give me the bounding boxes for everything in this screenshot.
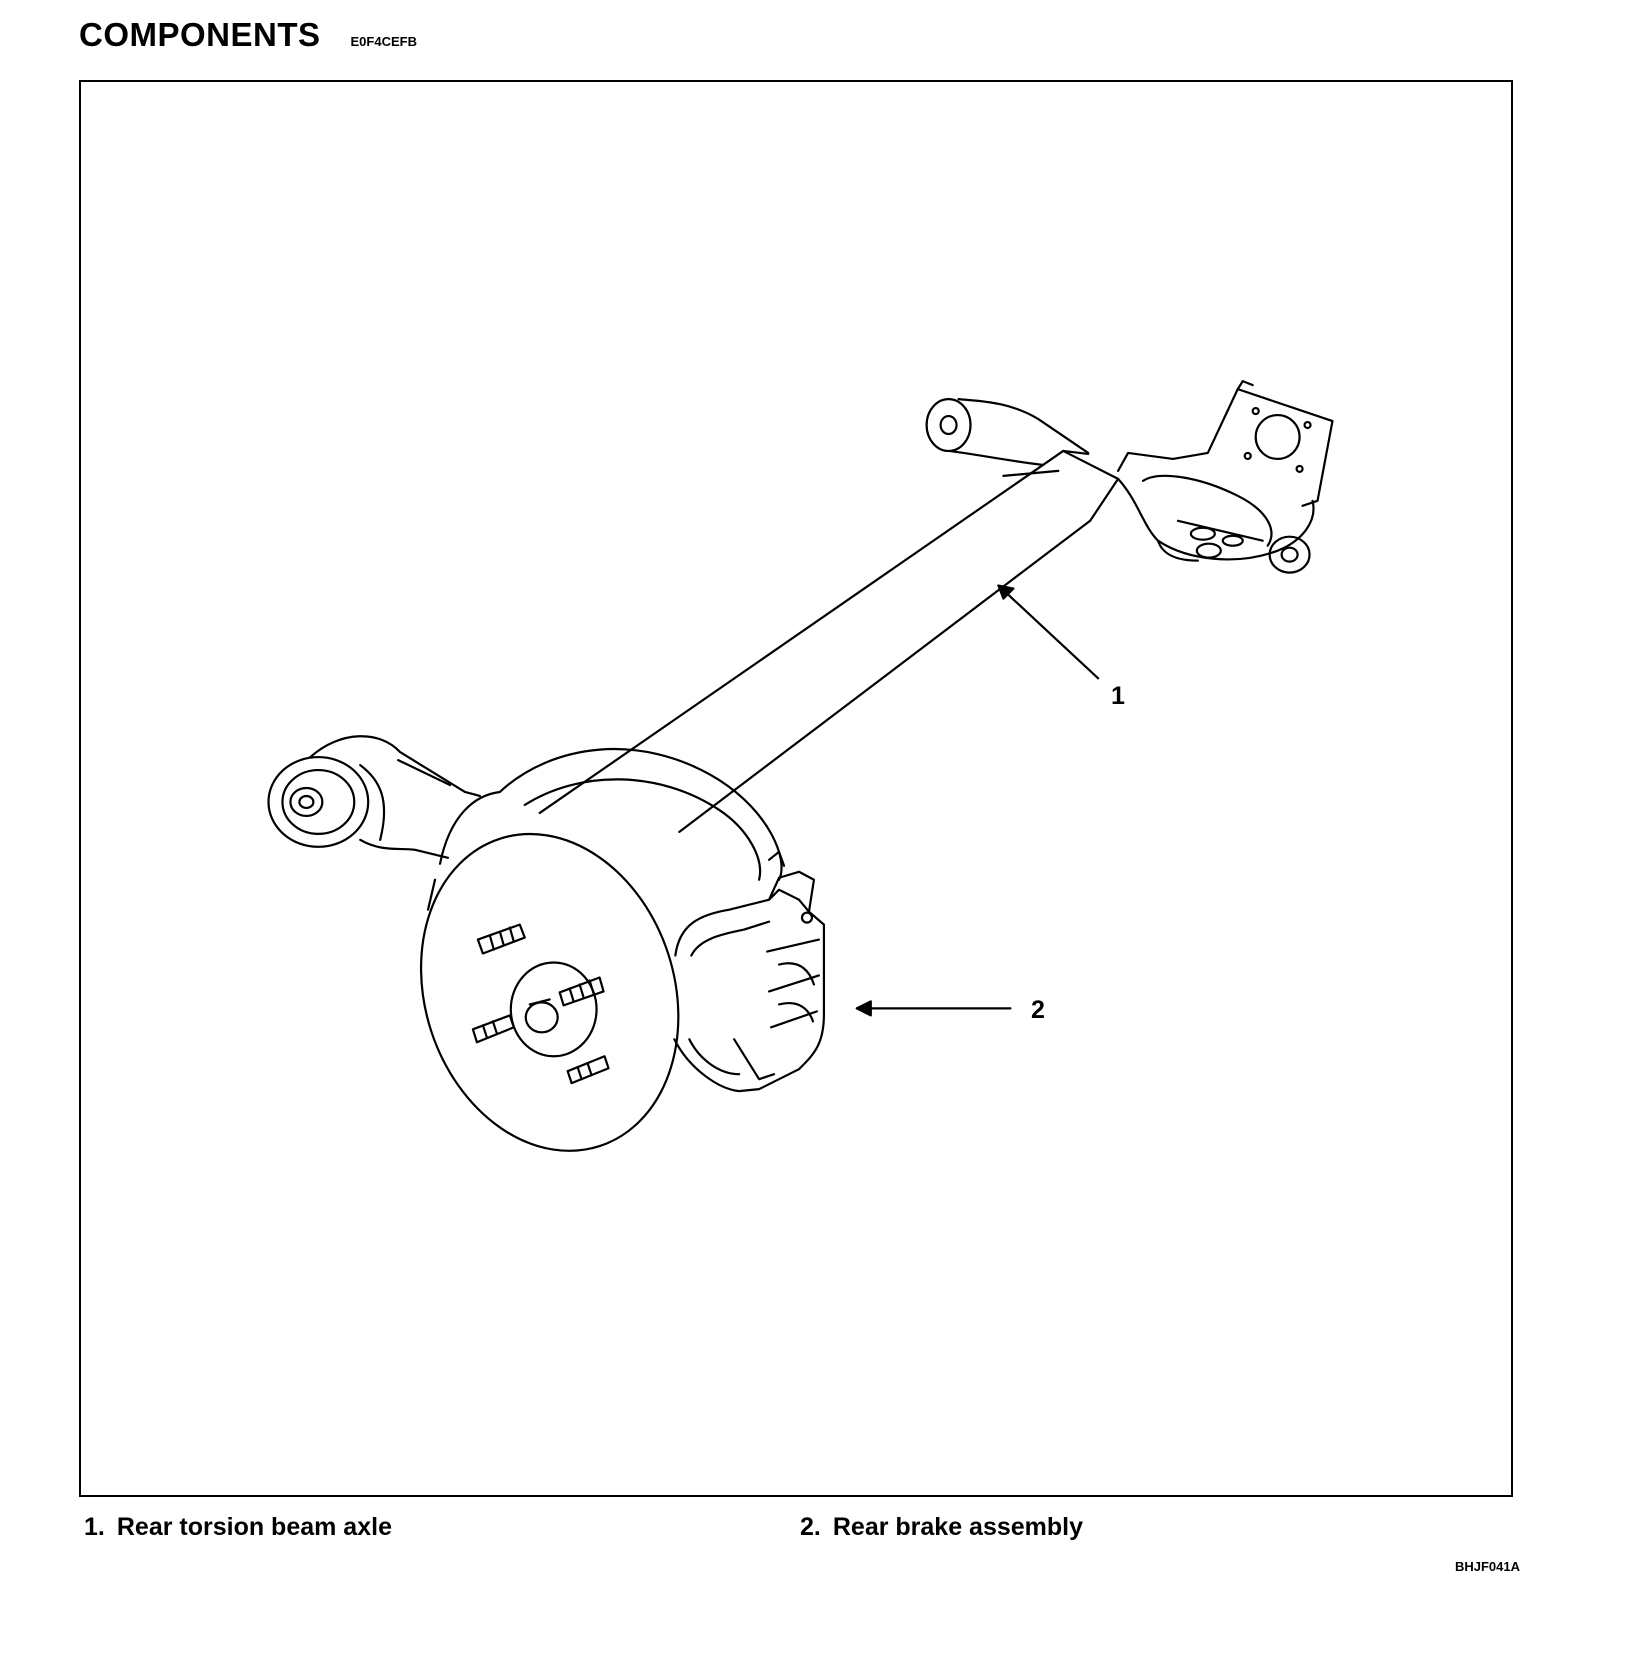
legend-label: Rear brake assembly [832, 1513, 1084, 1541]
leader-line-1 [997, 584, 1100, 680]
legend-number: 2. [800, 1513, 821, 1541]
brake-caliper [673, 850, 826, 1093]
brake-drum [419, 747, 783, 1152]
section-heading: COMPONENTS E0F4CEFB [79, 16, 417, 54]
callout-2-number: 2 [1031, 996, 1045, 1024]
right-trailing-arm [925, 380, 1334, 574]
legend-label: Rear torsion beam axle [116, 1513, 392, 1541]
section-title: COMPONENTS [79, 16, 321, 53]
figure-frame: 1 2 [79, 80, 1513, 1497]
legend-item-1: 1. Rear torsion beam axle [84, 1513, 392, 1542]
legend-number: 1. [84, 1513, 105, 1541]
section-code: E0F4CEFB [350, 34, 417, 49]
left-trailing-arm [267, 735, 481, 859]
callout-1-number: 1 [1111, 682, 1125, 710]
torsion-beam [538, 449, 1120, 833]
axle-illustration [267, 380, 1334, 1152]
figure-code: BHJF041A [1454, 1559, 1520, 1574]
legend-item-2: 2. Rear brake assembly [800, 1513, 1083, 1542]
leader-line-2 [855, 1000, 1012, 1017]
